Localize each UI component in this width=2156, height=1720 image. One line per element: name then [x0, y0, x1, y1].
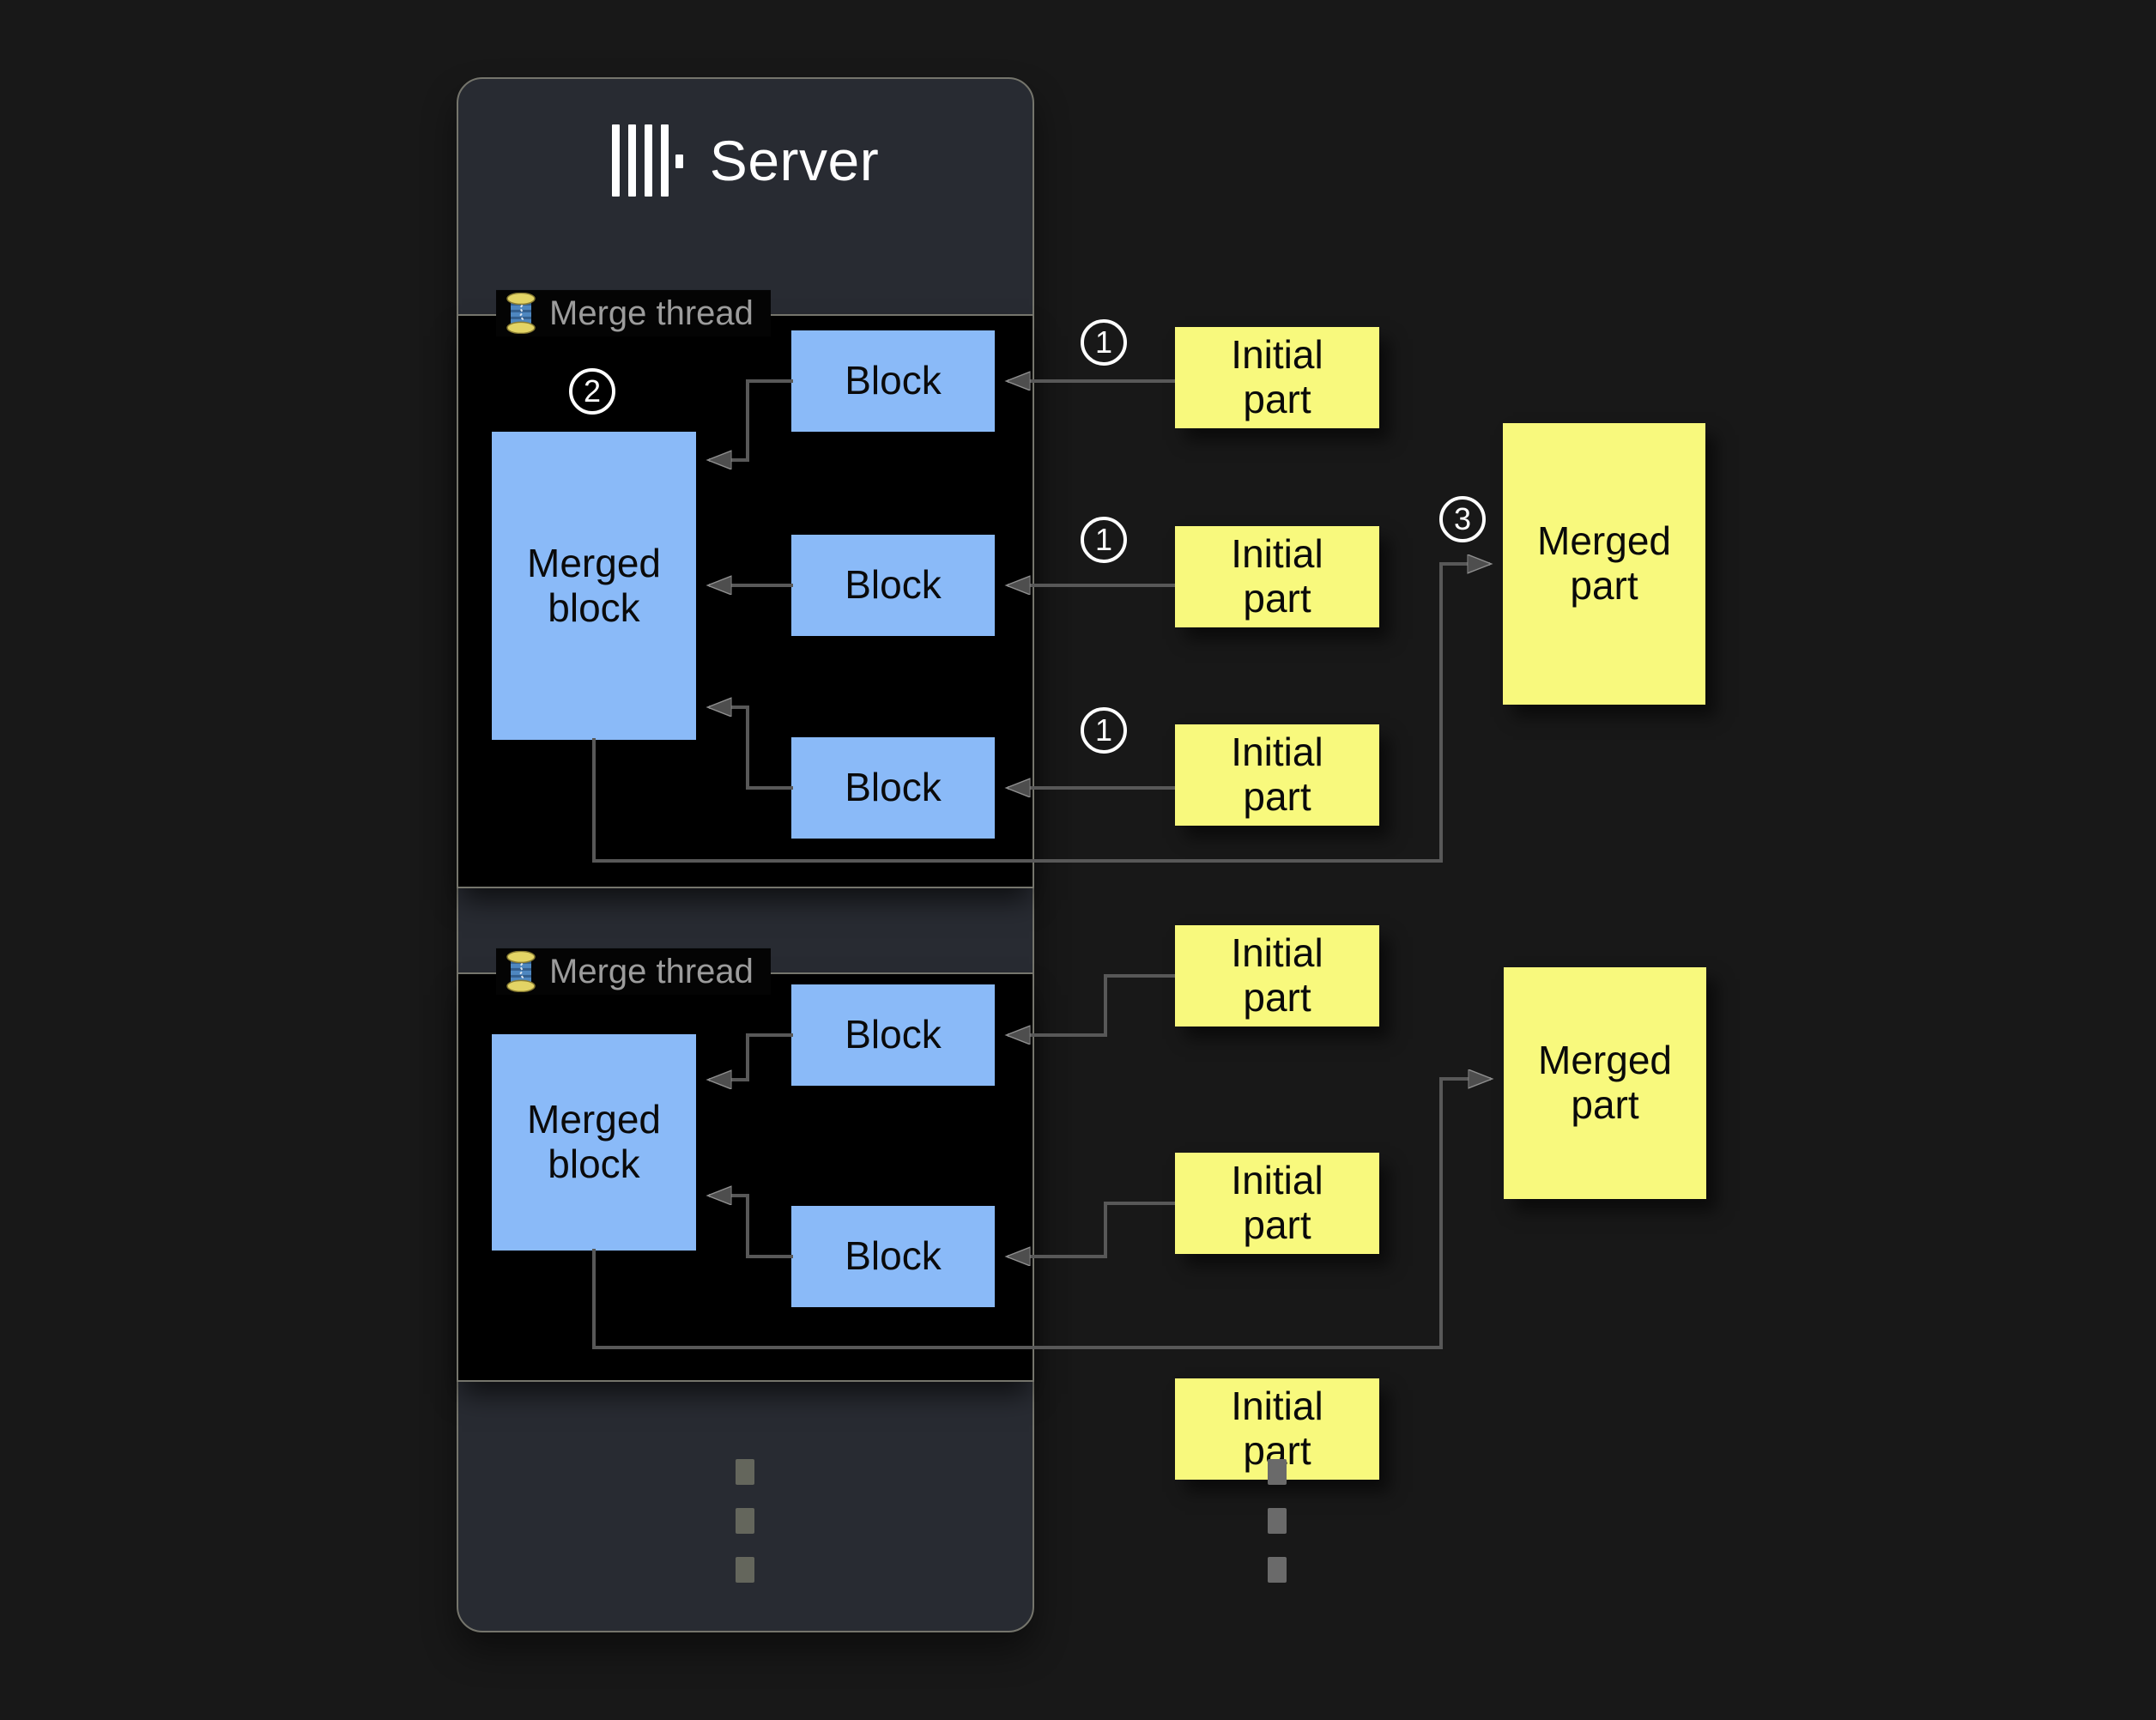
merge-thread-label: Merge thread [549, 294, 754, 332]
thread-spool-icon [506, 950, 536, 992]
block-5: Block [791, 1206, 995, 1307]
step-badge-1c: 1 [1081, 707, 1127, 754]
server-header: Server [457, 113, 1034, 208]
initial-part-2: Initial part [1175, 526, 1379, 627]
merge-thread-label: Merge thread [549, 952, 754, 990]
merged-part-2: Merged part [1504, 967, 1706, 1199]
initial-part-6: Initial part [1175, 1378, 1379, 1480]
merged-part-1: Merged part [1503, 423, 1705, 705]
initial-part-5: Initial part [1175, 1153, 1379, 1254]
merge-thread-legend-2: Merge thread [496, 948, 771, 995]
initial-part-3: Initial part [1175, 724, 1379, 826]
merged-block-1: Merged block [492, 432, 696, 740]
thread-spool-icon [506, 292, 536, 334]
parts-ellipsis-dot [1268, 1557, 1287, 1583]
server-title: Server [709, 129, 880, 192]
server-ellipsis-dot [736, 1508, 754, 1534]
step-badge-1a: 1 [1081, 319, 1127, 366]
step-badge-1b: 1 [1081, 517, 1127, 563]
block-2: Block [791, 535, 995, 636]
block-1: Block [791, 330, 995, 432]
merge-thread-legend-1: Merge thread [496, 289, 771, 336]
step-badge-2: 2 [569, 368, 615, 415]
parts-ellipsis-dot [1268, 1459, 1287, 1485]
clickhouse-logo-icon [611, 124, 684, 197]
server-ellipsis-dot [736, 1557, 754, 1583]
block-4: Block [791, 984, 995, 1086]
initial-part-1: Initial part [1175, 327, 1379, 428]
step-badge-3: 3 [1439, 496, 1486, 542]
block-3: Block [791, 737, 995, 839]
parts-ellipsis-dot [1268, 1508, 1287, 1534]
initial-part-4: Initial part [1175, 925, 1379, 1027]
server-ellipsis-dot [736, 1459, 754, 1485]
merged-block-2: Merged block [492, 1034, 696, 1251]
